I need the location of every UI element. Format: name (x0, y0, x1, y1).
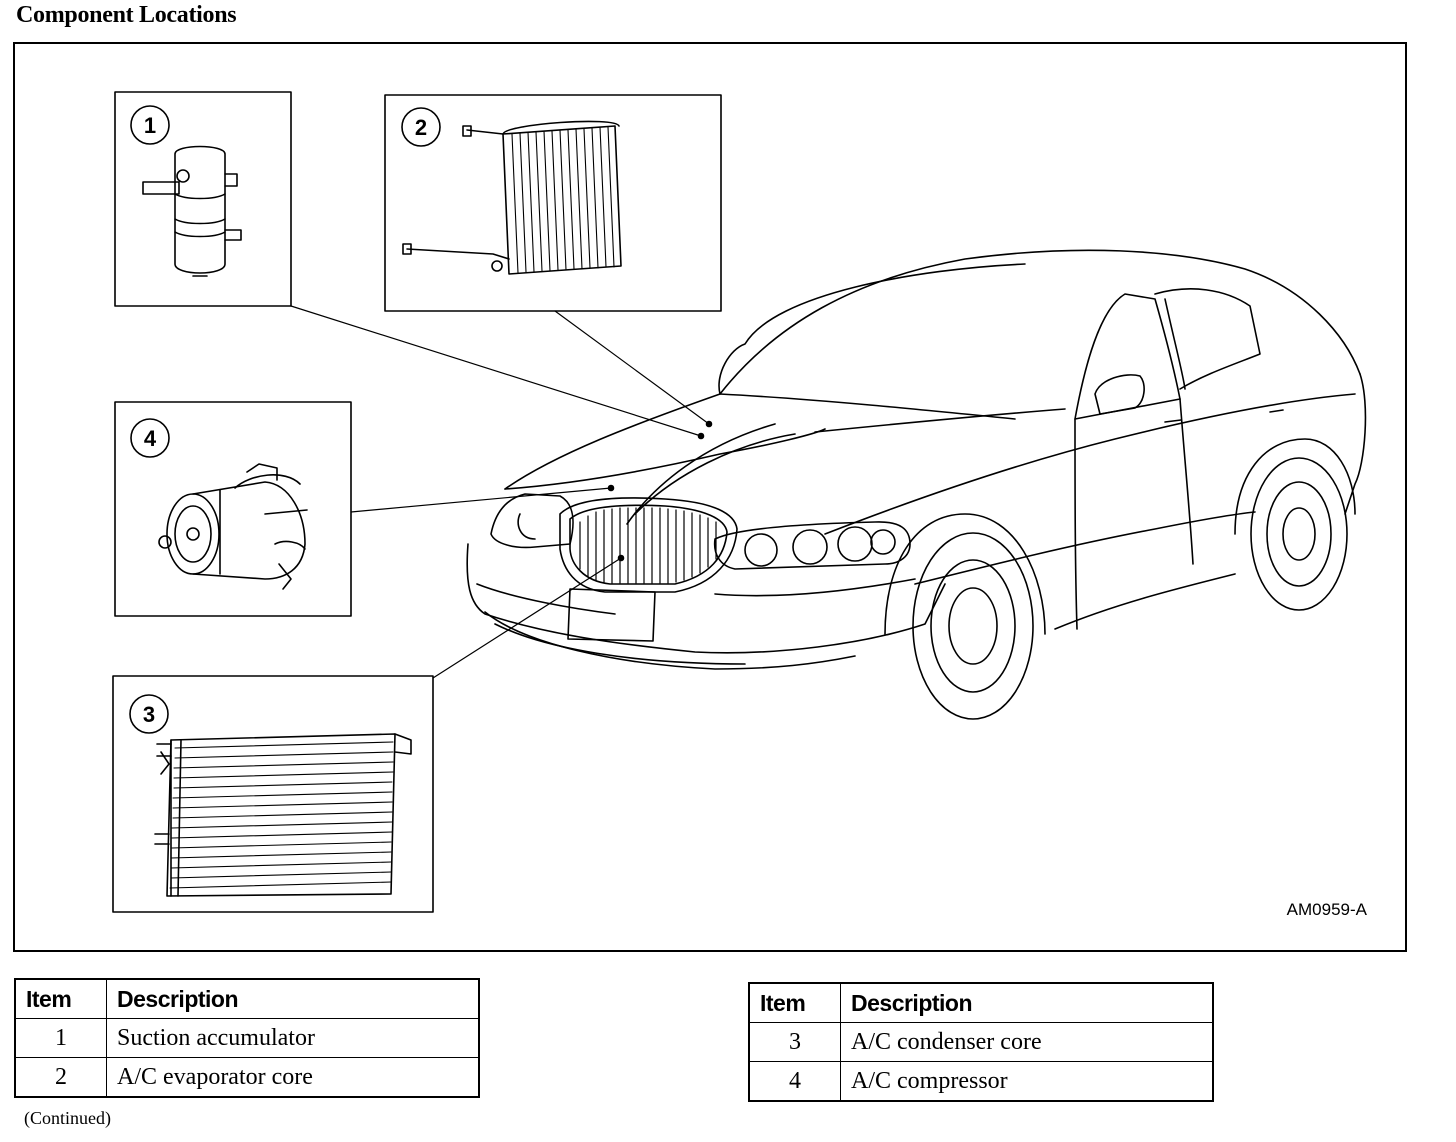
legend-header-row: Item Description (748, 982, 1214, 1023)
item-number: 2 (14, 1057, 107, 1098)
figure-drawing: 1 2 3 4 (112, 91, 1367, 913)
description-header: Description (106, 978, 480, 1019)
legend-header-row: Item Description (14, 978, 480, 1019)
description-header: Description (840, 982, 1214, 1023)
callout-box-1 (114, 91, 292, 307)
table-row: 1 Suction accumulator (14, 1018, 480, 1058)
callout-box-4 (114, 401, 352, 617)
item-header: Item (14, 978, 107, 1019)
item-number: 3 (748, 1022, 841, 1062)
continued-note: (Continued) (24, 1108, 111, 1128)
item-header: Item (748, 982, 841, 1023)
item-number: 4 (748, 1061, 841, 1102)
table-row: 4 A/C compressor (748, 1061, 1214, 1102)
item-number: 1 (14, 1018, 107, 1058)
item-description: Suction accumulator (106, 1018, 480, 1058)
item-description: A/C evaporator core (106, 1057, 480, 1098)
callout-number-3: 3 (143, 702, 155, 727)
table-row: 2 A/C evaporator core (14, 1057, 480, 1098)
callout-number-2: 2 (415, 115, 427, 140)
leader-lines (290, 305, 710, 679)
item-description: A/C compressor (840, 1061, 1214, 1102)
car-illustration (466, 249, 1367, 720)
callout-box-2 (384, 94, 722, 312)
callout-number-4: 4 (144, 426, 157, 451)
callout-number-1: 1 (144, 113, 156, 138)
figure-code: AM0959-A (1286, 900, 1367, 919)
callout-box-3 (112, 675, 434, 913)
table-row: 3 A/C condenser core (748, 1022, 1214, 1062)
item-description: A/C condenser core (840, 1022, 1214, 1062)
component-figure: 1 2 3 4 AM0959-A (13, 42, 1407, 952)
legend-table-left: Item Description 1 Suction accumulator 2… (14, 978, 480, 1098)
page-title: Component Locations (16, 2, 237, 28)
legend-table-right: Item Description 3 A/C condenser core 4 … (748, 982, 1214, 1102)
